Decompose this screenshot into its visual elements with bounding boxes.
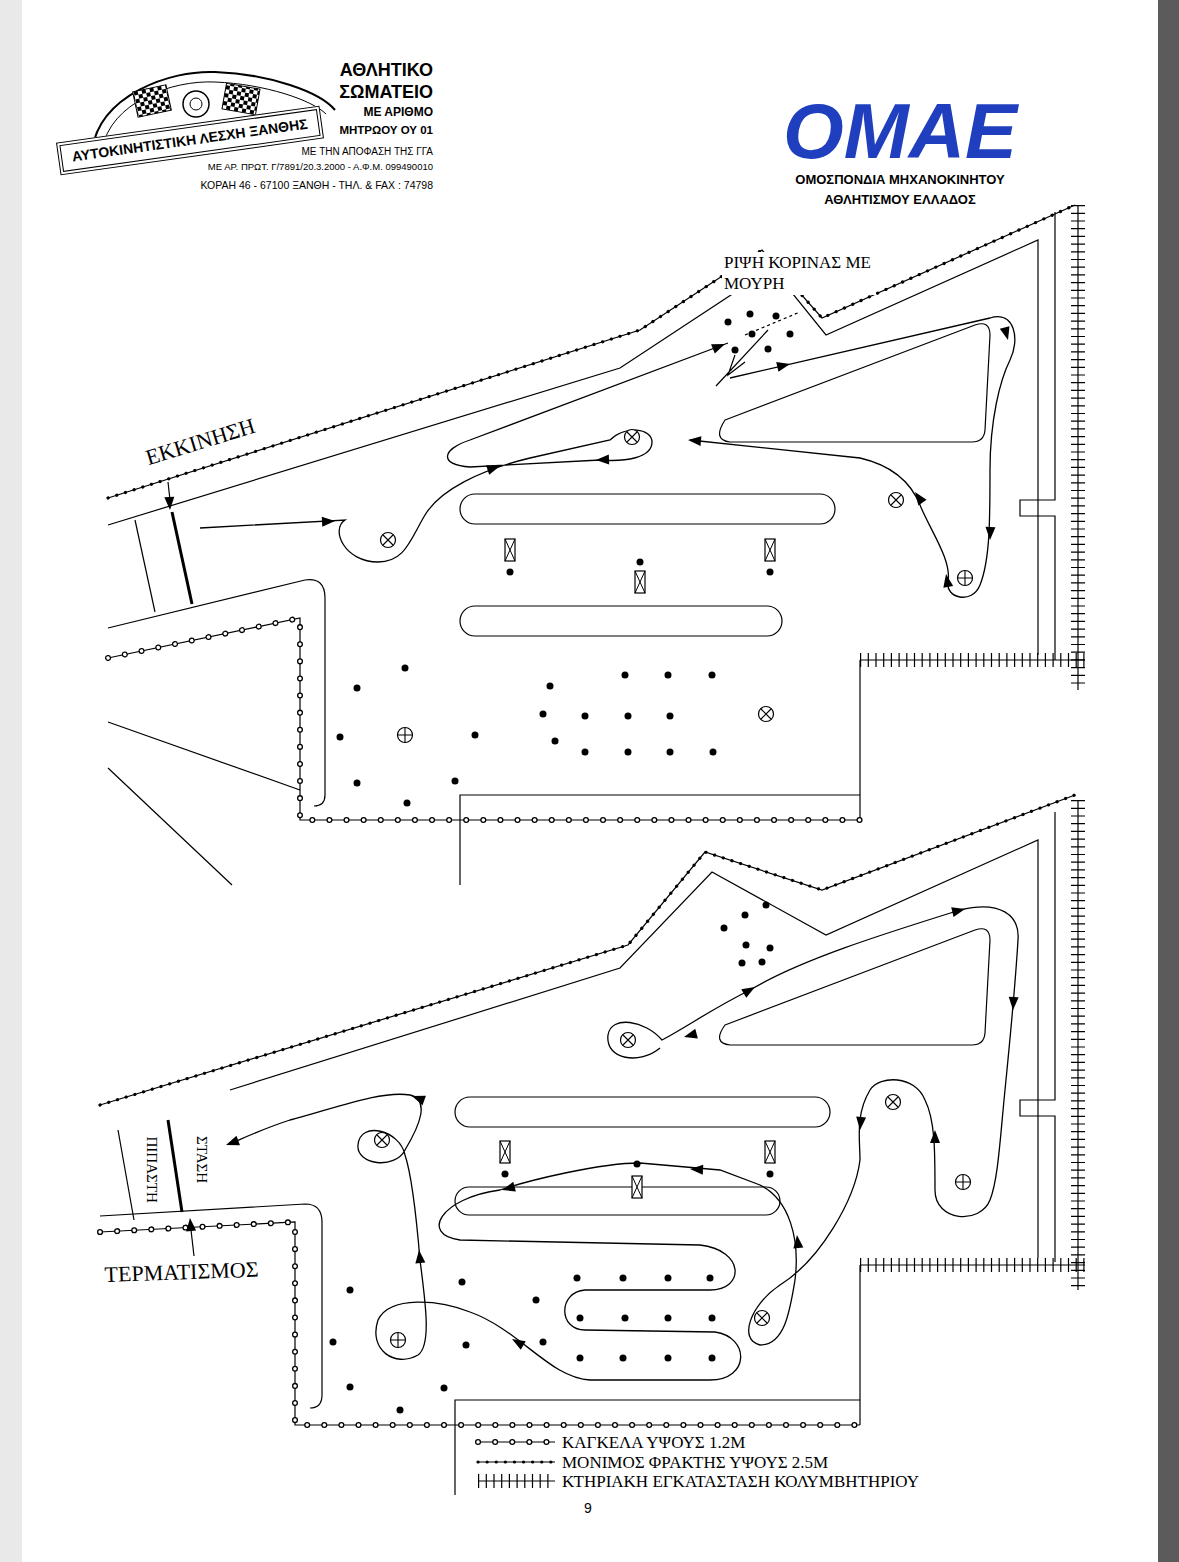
legend-text: ΜΟΝΙΜΟΣ ΦΡΑΚΤΗΣ ΥΨΟΥΣ 2.5Μ <box>562 1454 828 1471</box>
legend-samples <box>478 1442 555 1481</box>
finish-label: ΤΕΡΜΑΤΙΣΜΟΣ <box>104 1257 259 1288</box>
club-registry: ΜΗΤΡΩΟΥ ΟΥ 01 <box>339 124 433 137</box>
page-number: 9 <box>584 1500 592 1516</box>
club-protocol: ΜΕ ΑΡ. ΠΡΩΤ. Γ/7891/20.3.2000 - Α.Φ.Μ. 0… <box>208 162 433 173</box>
page-edge <box>1158 0 1179 1562</box>
start-label: ΕΚΚΙΝΗΣΗ <box>143 413 258 470</box>
stop-label: ΣΤΑΣΗ <box>193 1136 210 1183</box>
bottom-course <box>100 795 1085 1495</box>
zone-label: ΠΙΠΑΣΤΗ <box>142 1137 159 1203</box>
legend-text: ΚΑΓΚΕΛΑ ΥΨΟΥΣ 1.2Μ <box>562 1434 745 1451</box>
page-edge <box>0 0 22 1562</box>
federation-logo: ΟΜΑΕ <box>783 92 1017 170</box>
club-heading: ΣΩΜΑΤΕΙΟ <box>339 82 433 103</box>
station-label: ΡΙΨΗ ΚΟΡΙΝΑΣ ΜΕ ΜΟΥΡΗ <box>722 252 876 295</box>
club-decision: ΜΕ ΤΗΝ ΑΠΟΦΑΣΗ ΤΗΣ ΓΓΑ <box>302 146 433 158</box>
club-heading: ΑΘΛΗΤΙΚΟ <box>340 60 433 81</box>
club-address: ΚΟΡΑΗ 46 - 67100 ΞΑΝΘΗ - ΤΗΛ. & FAX : 74… <box>200 179 433 191</box>
federation-name: ΟΜΟΣΠΟΝΔΙΑ ΜΗΧΑΝΟΚΙΝΗΤΟΥ ΑΘΛΗΤΙΣΜΟΥ ΕΛΛΑ… <box>760 170 1040 209</box>
badge-text: ΑΥΤΟΚΙΝΗΤΙΣΤΙΚΗ ΛΕΣΧΗ ΞΑΝΘΗΣ <box>71 115 309 165</box>
top-course <box>108 205 1085 885</box>
club-registry: ΜΕ ΑΡΙΘΜΟ <box>363 106 433 120</box>
legend-text: ΚΤΗΡΙΑΚΗ ΕΓΚΑΤΑΣΤΑΣΗ ΚΟΛΥΜΒΗΤΗΡΙΟΥ <box>562 1473 919 1490</box>
